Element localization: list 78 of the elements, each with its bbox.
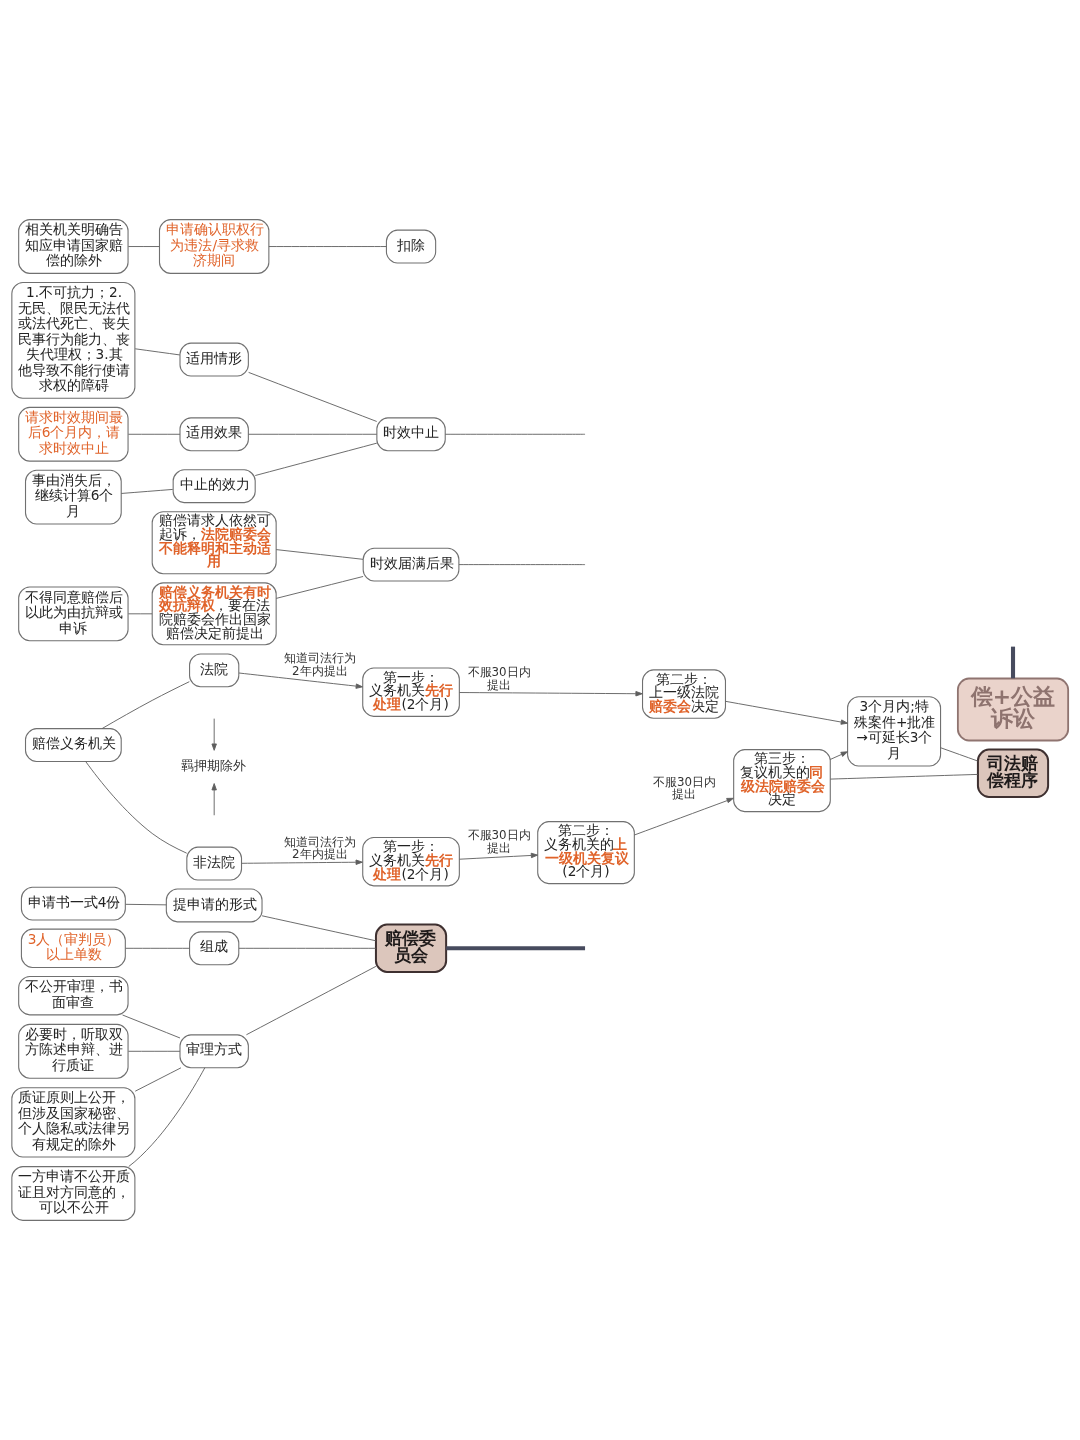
connector: [275, 549, 364, 560]
connector: [261, 915, 377, 942]
node-box: 一方申请不公开质证且对方同意的，可以不公开: [11, 1166, 136, 1221]
connector: [458, 564, 586, 566]
arrow: [725, 700, 848, 725]
arrow: [633, 797, 734, 836]
node-box: 提申请的形式: [165, 888, 263, 923]
arrow: [829, 751, 848, 760]
node-box: 第二步： 上一级法院赔委会决定: [642, 669, 726, 719]
arrow: [241, 859, 363, 865]
arrow: [459, 691, 643, 697]
connector: [940, 747, 979, 762]
connector: [127, 613, 153, 615]
connector: [128, 1067, 206, 1167]
arrow: [211, 718, 217, 751]
node-box: 3个月内;特殊案件+批准→可延长3个月: [847, 696, 942, 767]
connector: [238, 947, 377, 949]
connector: [268, 246, 387, 247]
node-box: 赔偿委员会: [374, 923, 448, 973]
connector: [85, 761, 188, 854]
node-box: 第二步： 义务机关的上一级机关复议(2个月): [537, 821, 635, 885]
node-box: 第一步： 义务机关先行处理(2个月): [362, 667, 460, 717]
connector: [127, 246, 160, 247]
node-box: 非法院: [186, 846, 243, 881]
connector: [127, 1050, 181, 1052]
node-box: 时效届满后果: [362, 547, 460, 582]
connector: [248, 371, 378, 422]
node-box: 第三步： 复议机关的同级法院赔委会决定: [733, 749, 831, 813]
node-box: 不得同意赔偿后以此为由抗辩或申诉: [18, 586, 129, 642]
node-box: 时效中止: [376, 417, 446, 452]
arrow: [459, 852, 539, 860]
connector: [125, 903, 167, 906]
connector: [245, 965, 377, 1036]
connector: [1010, 646, 1016, 679]
edge-label: 不服30日内提出: [653, 774, 717, 802]
node-box: 赔偿义务机关: [24, 728, 122, 762]
connector: [120, 488, 174, 494]
node-box: 3人（审判员）以上单数: [20, 928, 126, 968]
node-box: 偿+公益诉讼: [956, 677, 1070, 742]
node-box: 适用效果: [179, 417, 249, 452]
connector: [254, 442, 378, 476]
connector: [125, 947, 190, 949]
connector: [134, 348, 181, 356]
node-box: 赔偿义务机关有时效抗辩权，要在法院赔委会作出国家赔偿决定前提出: [151, 582, 277, 646]
node-box: 质证原则上公开，但涉及国家秘密、个人隐私或法律另有规定的除外: [11, 1087, 136, 1158]
edge-label: 不服30日内提出: [467, 828, 531, 856]
edge-label: 知道司法行为2年内提出: [284, 834, 357, 862]
node-box: 必要时，听取双方陈述申辩、进行质证: [18, 1023, 129, 1079]
node-box: 事由消失后，继续计算6个月: [24, 469, 122, 525]
edge-label: 不服30日内提出: [467, 665, 531, 692]
connector: [275, 576, 364, 599]
node-box: 请求时效期间最后6个月内，请求时效中止: [18, 406, 129, 462]
connector: [829, 773, 979, 780]
node-box: 赔偿请求人依然可起诉，法院赔委会不能释明和主动适用: [151, 511, 277, 575]
node-box: 不公开审理，书面审查: [18, 976, 129, 1016]
node-box: 申请书一式4份: [20, 886, 126, 921]
connector: [122, 1014, 181, 1039]
connector: [127, 433, 181, 435]
connector: [444, 433, 586, 435]
node-box: 申请确认职权行为违法/寻求救济期间: [158, 219, 270, 274]
node-box: 相关机关明确告知应申请国家赔偿的除外: [18, 219, 129, 274]
connector: [101, 681, 190, 729]
arrow: [211, 783, 217, 816]
arrow: [238, 672, 363, 689]
node-box: 中止的效力: [172, 469, 256, 504]
edge-label: 知道司法行为2年内提出: [284, 651, 357, 679]
node-text: 羁押期除外: [181, 758, 247, 774]
node-box: 组成: [189, 931, 240, 966]
node-box: 法院: [189, 653, 240, 688]
node-box: 扣除: [385, 229, 437, 264]
node-box: 第一步： 义务机关先行处理(2个月): [362, 837, 460, 887]
node-box: 审理方式: [179, 1034, 249, 1069]
node-box: 1.不可抗力；2.无民、限民无法代或法代死亡、丧失民事行为能力、丧失代理权；3.其他导致不能行使请求权的障碍: [11, 282, 136, 399]
connector: [134, 1067, 182, 1092]
node-box: 适用情形: [179, 342, 249, 377]
node-box: 司法赔偿程序: [976, 748, 1050, 798]
connector: [446, 946, 586, 951]
connector: [248, 433, 378, 435]
